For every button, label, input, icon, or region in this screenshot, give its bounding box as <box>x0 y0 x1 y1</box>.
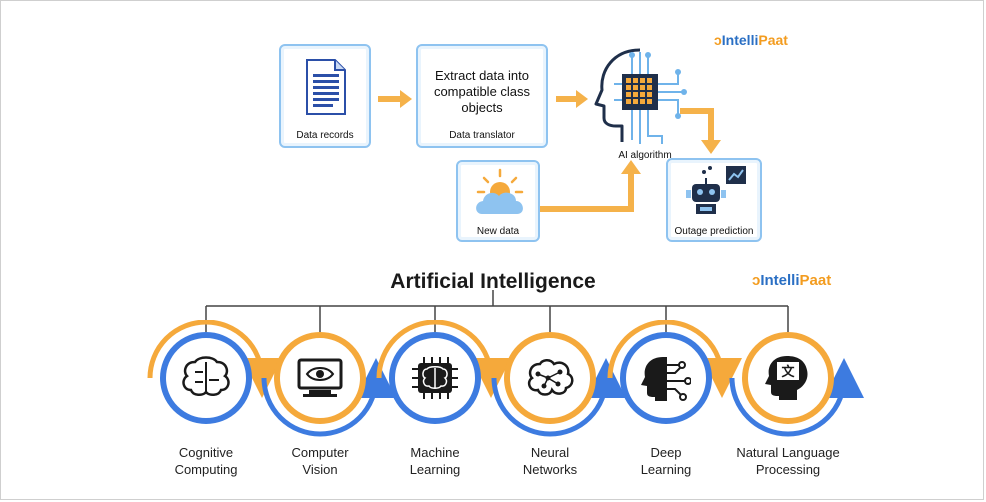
label-line-1: Computer <box>291 445 349 460</box>
circle-natural-language <box>742 332 834 424</box>
label-line-1: Natural Language <box>736 445 840 460</box>
ai-title: Artificial Intelligence <box>390 270 596 293</box>
circle-machine-learning <box>389 332 481 424</box>
cloud-sun-icon <box>476 168 524 214</box>
logo-text-a: Intelli <box>760 272 800 289</box>
label-natural-language-processing: Natural Language Processing <box>723 444 853 478</box>
circle-cognitive-computing <box>160 332 252 424</box>
translator-text-line-1: Extract data into <box>435 68 529 83</box>
ai-algorithm-label: AI algorithm <box>618 150 672 161</box>
document-icon <box>306 59 346 115</box>
label-cognitive-computing: Cognitive Computing <box>141 444 271 478</box>
monitor-eye-icon <box>297 358 343 397</box>
intellipaat-logo-bottom: ↄIntelliPaat <box>752 272 831 289</box>
circle-chain <box>147 320 864 437</box>
label-deep-learning: Deep Learning <box>601 444 731 478</box>
head-circuit-icon <box>641 357 691 401</box>
circle-neural-networks <box>504 332 596 424</box>
label-line-2: Computing <box>174 462 238 477</box>
outage-prediction-label: Outage prediction <box>674 226 754 237</box>
logo-figure-icon: ↄ <box>752 272 761 289</box>
label-line-1: Machine <box>410 445 460 460</box>
new-data-card: New data <box>456 160 540 242</box>
label-line-1: Neural <box>530 445 570 460</box>
brain-chip-icon <box>412 357 458 399</box>
logo-text-b: Paat <box>758 32 788 48</box>
label-line-2: Vision <box>302 462 338 477</box>
label-neural-networks: Neural Networks <box>485 444 615 478</box>
label-computer-vision: Computer Vision <box>255 444 385 478</box>
label-line-2: Networks <box>522 462 578 477</box>
outage-prediction-card: Outage prediction <box>666 158 762 242</box>
logo-text-b: Paat <box>799 272 832 289</box>
data-translator-label: Data translator <box>449 130 515 141</box>
data-records-label: Data records <box>296 130 354 141</box>
connector-tree <box>205 290 789 332</box>
neural-network-icon <box>527 359 574 396</box>
circle-computer-vision <box>274 332 366 424</box>
label-machine-learning: Machine Learning <box>370 444 500 478</box>
brain-circuit-icon <box>182 356 230 396</box>
translator-text-line-2: compatible class <box>433 84 531 99</box>
data-records-card: Data records <box>279 44 371 148</box>
new-data-label: New data <box>476 226 520 237</box>
label-line-1: Deep <box>650 445 682 460</box>
data-translator-card: Extract data into compatible class objec… <box>416 44 548 148</box>
ai-head-icon <box>594 48 687 144</box>
flow-arrows <box>378 90 721 212</box>
svg-text:文: 文 <box>781 364 795 379</box>
translator-text: Extract data into compatible class objec… <box>418 68 546 116</box>
label-line-2: Processing <box>755 462 821 477</box>
label-line-1: Cognitive <box>178 445 234 460</box>
logo-text-a: Intelli <box>721 32 759 48</box>
head-translate-icon: 文 <box>765 356 808 400</box>
circle-deep-learning <box>620 332 712 424</box>
ai-algorithm-node: AI algorithm <box>590 44 700 164</box>
translator-text-line-3: objects <box>461 100 503 115</box>
logo-figure-icon: ↄ <box>714 32 722 48</box>
label-line-2: Learning <box>409 462 461 477</box>
robot-chart-icon <box>686 166 746 214</box>
label-line-2: Learning <box>640 462 692 477</box>
intellipaat-logo-top: ↄIntelliPaat <box>714 32 788 48</box>
